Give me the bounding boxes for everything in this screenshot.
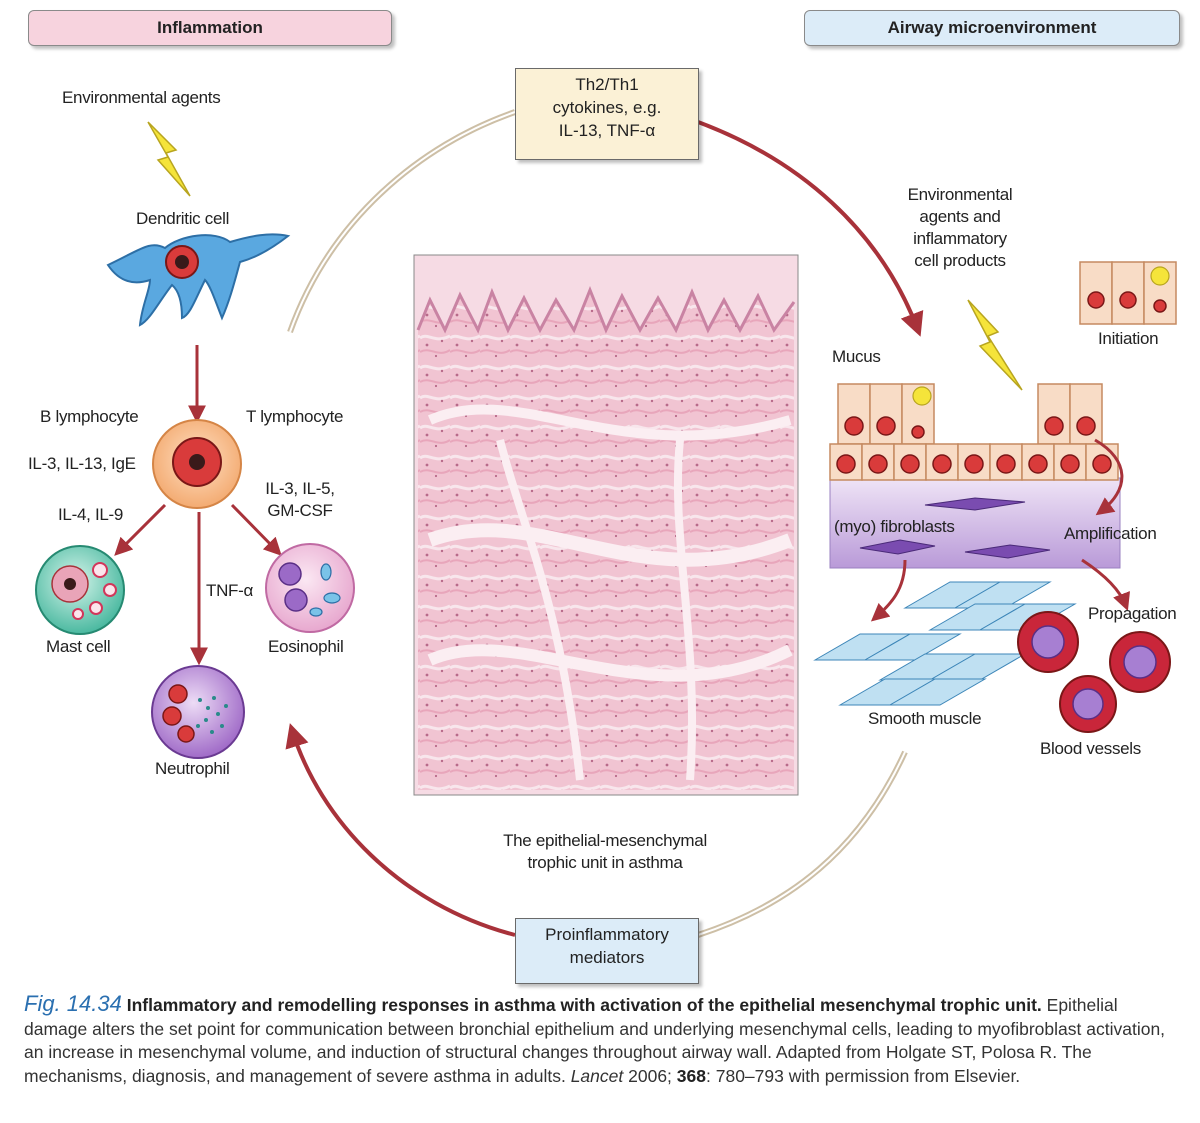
- dendritic-cell-graphic: [106, 233, 291, 327]
- cytokines-line-3: IL-13, TNF-α: [558, 121, 656, 140]
- lineage-arrows: [114, 345, 282, 666]
- initiation-epithelium-graphic: [1079, 261, 1177, 325]
- trophic-unit-line-1: The epithelial-mesenchymal: [503, 831, 707, 850]
- caption-body: Epithelial damage alters the set point f…: [24, 995, 1166, 1086]
- proinflammatory-mediators-box: Proinflammatory mediators: [515, 918, 699, 984]
- t-lymphocyte-label: T lymphocyte: [246, 407, 344, 426]
- myofibroblasts-label: (myo) fibroblasts: [834, 517, 955, 536]
- environmental-products-line-2: agents and: [919, 207, 1001, 226]
- airway-microenvironment-header: Airway microenvironment: [804, 10, 1180, 46]
- mast-interleukins-label: IL-4, IL-9: [58, 505, 124, 524]
- inflammation-header: Inflammation: [28, 10, 392, 46]
- cycle-arrows: [285, 109, 924, 938]
- caption-title: Inflammatory and remodelling responses i…: [126, 995, 1042, 1015]
- environmental-products-line-1: Environmental: [907, 185, 1013, 204]
- cytokines-box: Th2/Th1 cytokines, e.g. IL-13, TNF-α: [515, 68, 699, 160]
- environmental-agents-label: Environmental agents: [62, 88, 221, 107]
- mediators-line-1: Proinflammatory: [545, 925, 669, 944]
- t-lymphocyte-graphic: [152, 419, 242, 509]
- cytokines-line-1: Th2/Th1: [575, 75, 639, 94]
- mast-cell-graphic: [35, 545, 125, 635]
- histology-micrograph: [413, 254, 799, 796]
- b-cell-interleukins-label: IL-3, IL-13, IgE: [28, 454, 136, 473]
- smooth-muscle-graphic: [813, 581, 1077, 706]
- neutrophil-label: Neutrophil: [155, 759, 230, 778]
- eosinophil-graphic: [265, 543, 355, 633]
- trophic-unit-label: The epithelial-mesenchymal trophic unit …: [470, 830, 740, 874]
- lightning-bolt-right: [967, 299, 1023, 391]
- dendritic-cell-label: Dendritic cell: [136, 209, 230, 228]
- caption-journal: Lancet: [570, 1065, 624, 1086]
- eosinophil-label: Eosinophil: [268, 637, 344, 656]
- environmental-products-label: Environmental agents and inflammatory ce…: [895, 184, 1025, 272]
- propagation-label: Propagation: [1088, 604, 1177, 623]
- eosinophil-interleukins-label: IL-3, IL-5, GM-CSF: [258, 478, 342, 522]
- figure-number: Fig. 14.34: [24, 991, 122, 1016]
- tnf-alpha-label: TNF-α: [206, 581, 254, 600]
- amplification-label: Amplification: [1064, 524, 1157, 543]
- trophic-unit-line-2: trophic unit in asthma: [527, 853, 683, 872]
- initiation-label: Initiation: [1098, 329, 1159, 348]
- b-lymphocyte-label: B lymphocyte: [40, 407, 139, 426]
- environmental-products-line-4: cell products: [914, 251, 1006, 270]
- caption-volume: 368: [676, 1065, 706, 1086]
- eosinophil-interleukins-line-2: GM-CSF: [267, 501, 333, 520]
- caption-pages: : 780–793 with permission from Elsevier.: [706, 1065, 1021, 1086]
- mediators-line-2: mediators: [569, 948, 645, 967]
- mast-cell-label: Mast cell: [46, 637, 111, 656]
- smooth-muscle-label: Smooth muscle: [868, 709, 982, 728]
- cytokines-line-2: cytokines, e.g.: [552, 98, 662, 117]
- mucus-label: Mucus: [832, 347, 881, 366]
- lightning-bolt-left: [147, 121, 191, 197]
- blood-vessels-label: Blood vessels: [1040, 739, 1141, 758]
- blood-vessels-graphic: [1017, 611, 1171, 733]
- caption-year: 2006;: [628, 1065, 672, 1086]
- eosinophil-interleukins-line-1: IL-3, IL-5,: [265, 479, 335, 498]
- epithelium-graphic: [829, 383, 1130, 622]
- environmental-products-line-3: inflammatory: [913, 229, 1007, 248]
- neutrophil-graphic: [151, 665, 245, 759]
- figure-caption: Fig. 14.34 Inflammatory and remodelling …: [24, 992, 1184, 1088]
